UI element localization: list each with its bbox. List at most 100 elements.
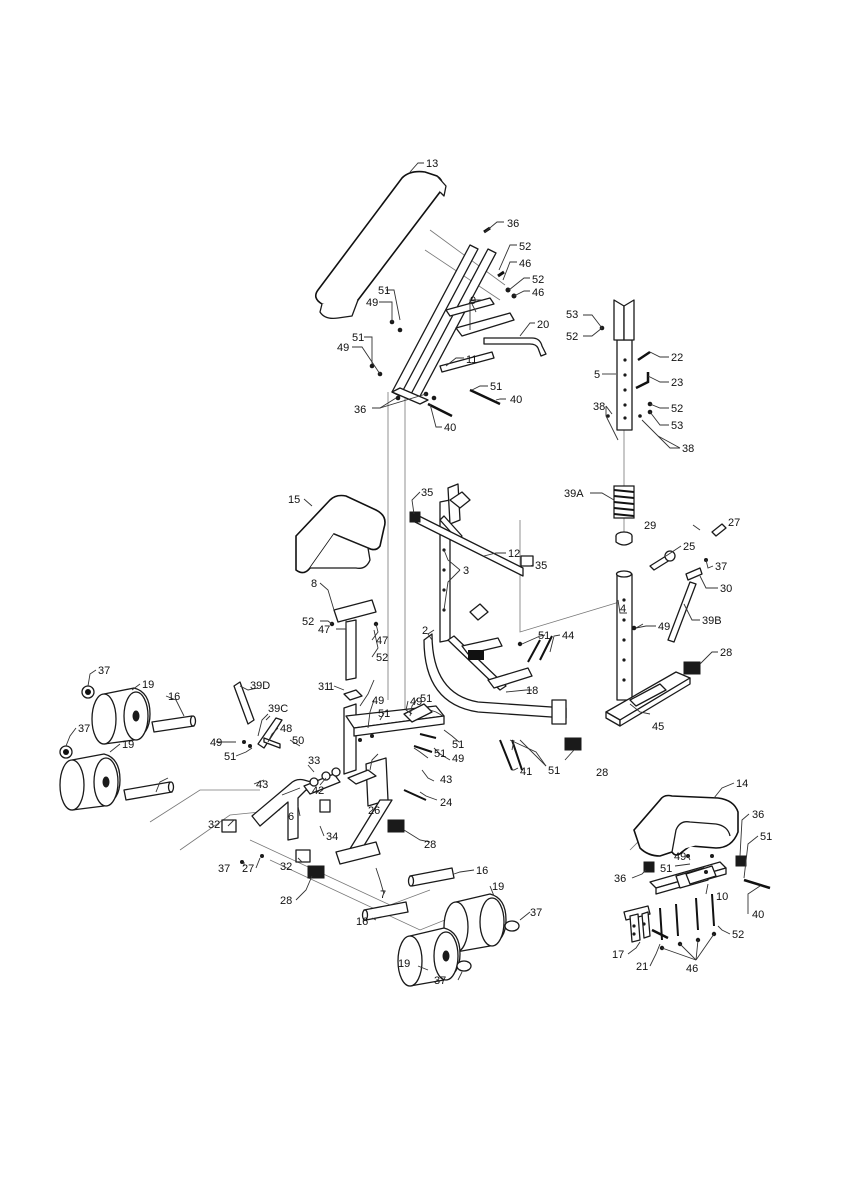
callout-leaders: [65, 162, 761, 981]
callout-11: 11: [466, 354, 477, 366]
callout-51: 51: [420, 693, 432, 705]
callout-31: 31: [318, 681, 330, 693]
callout-22: 22: [671, 352, 683, 364]
callout-37: 37: [530, 907, 542, 919]
callout-47: 47: [376, 635, 388, 647]
callout-52: 52: [671, 403, 683, 415]
main-upright-4: [615, 570, 637, 701]
callout-32: 32: [208, 819, 220, 831]
callout-42: 42: [312, 785, 324, 797]
callout-37: 37: [434, 975, 446, 987]
callout-labels: 13 36 52 46 52 46 9 20 51 49 51 49 11 51…: [78, 158, 772, 987]
callout-25: 25: [683, 541, 695, 553]
callout-51: 51: [434, 748, 446, 760]
middle-frame: [409, 483, 567, 771]
callout-52: 52: [376, 652, 388, 664]
callout-51: 51: [660, 863, 672, 875]
callout-19: 19: [142, 679, 154, 691]
callout-46: 46: [686, 963, 698, 975]
callout-18: 18: [526, 685, 538, 697]
end-caps-37-left: [59, 685, 95, 759]
callout-21: 21: [636, 961, 648, 973]
callout-6: 6: [288, 811, 294, 823]
callout-26: 26: [368, 805, 380, 817]
callout-30: 30: [720, 583, 732, 595]
callout-34: 34: [326, 831, 338, 843]
callout-53: 53: [566, 309, 578, 321]
callout-37: 37: [715, 561, 727, 573]
upright-post-5: [599, 299, 653, 431]
callout-51: 51: [548, 765, 560, 777]
callout-49: 49: [674, 851, 686, 863]
callout-51: 51: [378, 708, 390, 720]
callout-10: 10: [716, 891, 728, 903]
callout-52: 52: [566, 331, 578, 343]
callout-51: 51: [538, 630, 550, 642]
end-caps-37-right: [456, 920, 520, 972]
callout-39B: 39B: [702, 615, 722, 627]
callout-19: 19: [398, 958, 410, 970]
callout-28: 28: [424, 839, 436, 851]
callout-49: 49: [658, 621, 670, 633]
callout-1: 1: [328, 681, 334, 693]
callout-40: 40: [510, 394, 522, 406]
callout-2: 2: [422, 625, 428, 637]
callout-40: 40: [444, 422, 456, 434]
callout-53: 53: [671, 420, 683, 432]
callout-51: 51: [224, 751, 236, 763]
callout-19: 19: [492, 881, 504, 893]
callout-38: 38: [682, 443, 694, 455]
callout-17: 17: [612, 949, 624, 961]
upper-frame-9: [391, 244, 515, 405]
callout-51: 51: [452, 739, 464, 751]
backrest-pad-13: [314, 170, 447, 320]
callout-28: 28: [280, 895, 292, 907]
callout-39D: 39D: [250, 680, 270, 692]
tube-16-right-lower: [361, 901, 409, 921]
callout-7: 7: [380, 889, 386, 901]
roller-19-right-upper: [443, 893, 507, 953]
bracket-10: [643, 854, 771, 895]
callout-51: 51: [760, 831, 772, 843]
post-1-and-frame-18: [343, 703, 445, 807]
seat-pad-14: [633, 794, 739, 857]
arm-pad-15: [295, 494, 386, 574]
handle-parts: [233, 681, 283, 749]
callout-28: 28: [596, 767, 608, 779]
tube-16-upper-left: [151, 715, 197, 733]
callout-49: 49: [366, 297, 378, 309]
callout-40: 40: [752, 909, 764, 921]
pin-20: [483, 337, 547, 357]
roller-19-upper-left: [91, 687, 151, 745]
tube-16-lower-left: [123, 781, 175, 801]
callout-13: 13: [426, 158, 438, 170]
right-pin-assembly: [667, 523, 727, 643]
knob-25: [649, 550, 676, 571]
callout-19: 19: [122, 739, 134, 751]
callout-49: 49: [337, 342, 349, 354]
callout-39C: 39C: [268, 703, 288, 715]
callout-9: 9: [470, 295, 476, 307]
callout-23: 23: [671, 377, 683, 389]
callout-36: 36: [354, 404, 366, 416]
callout-16: 16: [168, 691, 180, 703]
bracket-8: [329, 599, 379, 681]
callout-49: 49: [410, 696, 422, 708]
callout-37: 37: [98, 665, 110, 677]
callout-3: 3: [463, 565, 469, 577]
base-45: [605, 671, 691, 727]
callout-41: 41: [520, 766, 532, 778]
callout-50: 50: [292, 735, 304, 747]
callout-5: 5: [594, 369, 600, 381]
callout-44: 44: [562, 630, 574, 642]
callout-36: 36: [507, 218, 519, 230]
cap-31: [343, 689, 363, 701]
callout-49: 49: [452, 753, 464, 765]
callout-37: 37: [78, 723, 90, 735]
leg-7: [335, 799, 393, 865]
callout-47: 47: [318, 624, 330, 636]
tube-16-right-upper: [407, 867, 455, 887]
callout-14: 14: [736, 778, 748, 790]
callout-35: 35: [421, 487, 433, 499]
